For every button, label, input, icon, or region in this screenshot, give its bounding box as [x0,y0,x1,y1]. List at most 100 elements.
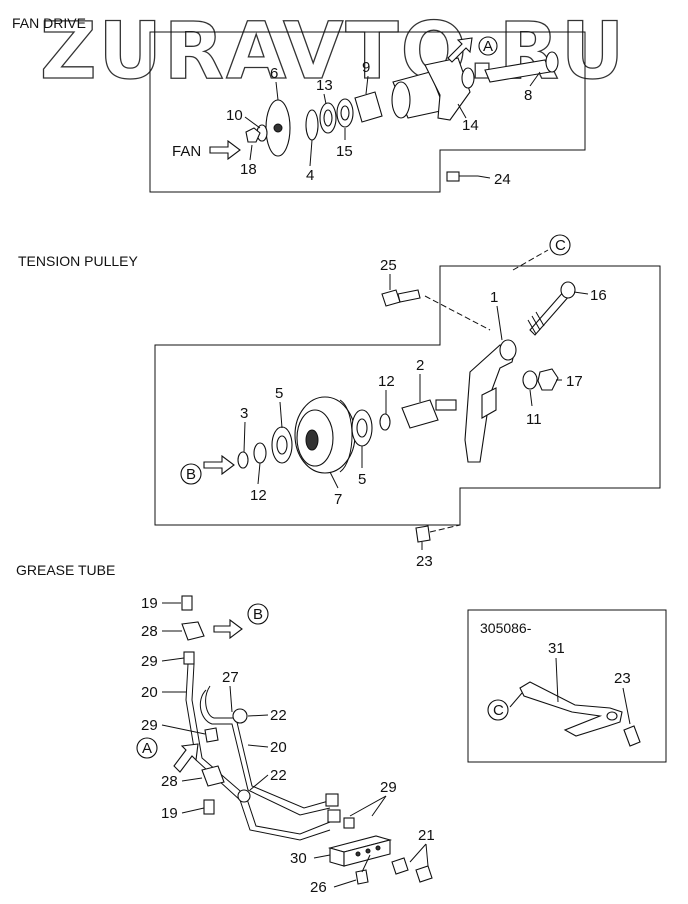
callout: 21 [418,827,435,844]
callout: 14 [462,117,479,134]
ref-c-circle [549,234,571,256]
callout: 6 [270,65,278,82]
callout: 29 [141,717,158,734]
spacer-part [354,91,383,123]
callout: 22 [270,767,287,784]
bolt-part [623,725,641,747]
connector-part [181,621,205,641]
callout: 17 [566,373,583,390]
inset-leader-2 [622,687,631,725]
callout: 10 [226,107,243,124]
grease-leader-lines [161,602,429,888]
callout: 7 [334,491,342,508]
callout: 12 [250,487,267,504]
ref-a-label: A [483,38,493,55]
washer-part-2 [379,413,391,431]
bolt-part [415,525,431,543]
fan-direction-label: FAN [172,143,201,160]
ref-b-circle [180,463,202,485]
callout: 28 [141,623,158,640]
section-title-grease-tube: GREASE TUBE [16,562,115,578]
callout: 19 [141,595,158,612]
section-title-fan-drive: FAN DRIVE [12,15,86,31]
inset-frame [467,609,667,763]
bolt-part [381,289,401,307]
connector-part-2 [201,765,225,787]
pin-part [401,399,439,429]
callout: 19 [161,805,178,822]
callout: 29 [141,653,158,670]
callout: 28 [161,773,178,790]
washer-part [253,442,267,464]
clamp-part [232,708,248,724]
grease-fitting-part-3 [203,799,215,815]
nut-part [537,368,559,391]
ref-c-label: C [555,237,566,254]
fan-leader-lines [244,71,541,179]
inset-serial: 305086- [480,620,532,636]
ref-b-label-2: B [253,606,263,623]
callout: 23 [614,670,631,687]
inset-parts [509,681,641,747]
callout: 26 [310,879,327,896]
nut-part [245,127,261,143]
callout: 11 [526,411,542,428]
callout: 4 [306,167,314,184]
callout: 27 [222,669,239,686]
callout: 22 [270,707,287,724]
stay-bracket-part [519,681,623,737]
ref-a-circle [478,36,498,56]
callout: 29 [380,779,397,796]
callout: 2 [416,357,424,374]
callout: 31 [548,640,565,657]
callout: 20 [270,739,287,756]
callout: 18 [240,161,257,178]
ref-c-circle-2 [487,699,509,721]
ref-b-circle-2 [247,603,269,625]
callout: 12 [378,373,395,390]
tension-pulley-parts [203,249,576,543]
arrow-from-ref-b [203,454,235,476]
callout: 23 [416,553,433,570]
callout: 24 [494,171,511,188]
ref-c-label-2: C [493,702,504,719]
arrow-to-ref-a [173,743,199,773]
grease-tube-parts [173,595,433,885]
clamp-part-2 [237,789,251,803]
callout: 15 [336,143,353,160]
callout: 20 [141,684,158,701]
tension-pulley-frame [154,265,661,526]
callout: 30 [290,850,307,867]
fitting-part [391,857,409,875]
snap-ring-part [305,109,319,141]
grease-fitting-part [181,595,193,611]
ref-a-label-2: A [142,740,152,757]
fan-drive-parts [209,37,559,182]
bolt-part [355,869,369,885]
tension-leader-lines [243,274,589,550]
callout: 5 [275,385,283,402]
section-title-tension-pulley: TENSION PULLEY [18,253,138,269]
grease-fitting-part-2 [183,651,195,665]
watermark: ZURAVTO.RU [40,7,626,97]
ref-b-label: B [186,466,196,483]
inset-leader [555,657,559,703]
callout: 13 [316,77,333,94]
fan-arrow [209,139,241,161]
callout: 9 [362,59,370,76]
snap-ring-part [237,451,249,469]
washer-part [522,370,538,390]
callout: 16 [590,287,607,304]
callout: 3 [240,405,248,422]
bolt-part [446,171,460,182]
arrow-to-ref-b [213,618,243,640]
callout: 5 [358,471,366,488]
callout: 1 [490,289,498,306]
ref-a-circle-2 [136,737,158,759]
callout: 8 [524,87,532,104]
callout: 25 [380,257,397,274]
fitting-part-2 [415,865,433,883]
fan-drive-frame [149,31,586,193]
arrow-to-ref-a [447,37,473,63]
